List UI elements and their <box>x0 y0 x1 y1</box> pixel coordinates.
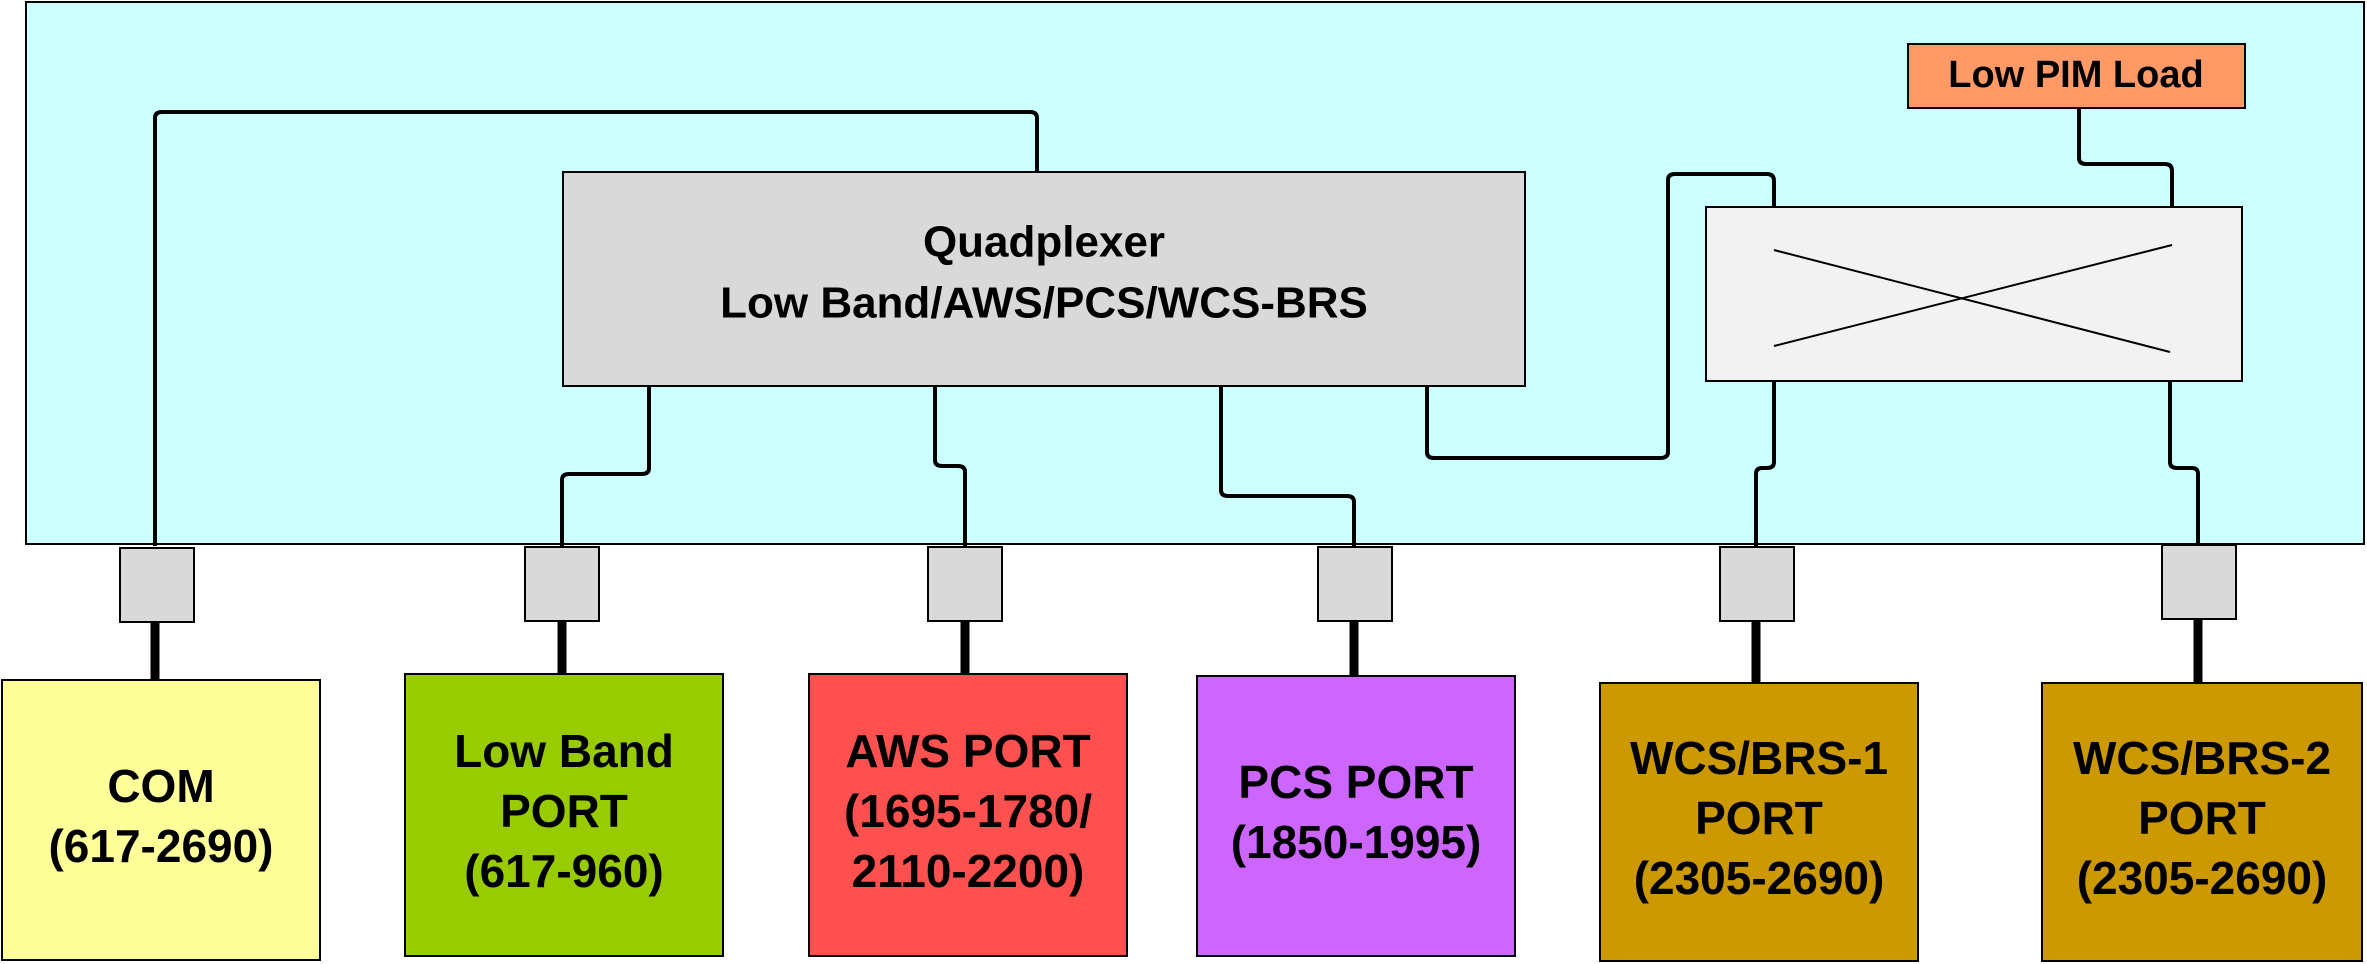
wire-wcs-2 <box>2168 352 2200 546</box>
wire-pcs <box>1219 386 1356 546</box>
port-aws-label-line: AWS PORT <box>845 725 1090 777</box>
port-pcs-label-line: PCS PORT <box>1238 756 1473 808</box>
port-com-connector <box>119 547 195 623</box>
port-wcs-brs-1-box <box>1599 682 1919 962</box>
port-wcs-brs-2-label-line: (2305-2690) <box>2077 852 2328 904</box>
port-pcs-box <box>1196 675 1516 957</box>
quadplexer-box <box>562 171 1526 387</box>
wire-low-band <box>560 386 651 546</box>
wire-aws <box>933 386 967 546</box>
port-com-label-line: COM <box>107 760 214 812</box>
port-low-band-box <box>404 673 724 957</box>
port-low-band-label-line: PORT <box>500 785 628 837</box>
port-low-band-connector <box>524 546 600 622</box>
port-pcs-connector <box>1317 546 1393 622</box>
port-wcs-brs-2-connector <box>2161 544 2237 620</box>
port-wcs-brs-1-label-line: PORT <box>1695 792 1823 844</box>
low-pim-load-box <box>1907 43 2246 109</box>
low-pim-load-label: Low PIM Load <box>1948 54 2203 96</box>
wire-com <box>153 110 1039 546</box>
quadplexer-subtitle: Low Band/AWS/PCS/WCS-BRS <box>720 279 1368 328</box>
hybrid-coupler-box <box>1705 206 2243 382</box>
port-wcs-brs-2-label-line: WCS/BRS-2 <box>2073 732 2331 784</box>
wire-load <box>2077 108 2174 245</box>
hybrid-crossover <box>1773 244 2173 353</box>
port-pcs: PCS PORT (1850-1995) <box>1196 546 1516 957</box>
port-wcs-brs-1-label-line: WCS/BRS-1 <box>1630 732 1888 784</box>
port-wcs-brs-1-connector <box>1719 546 1795 622</box>
port-wcs-brs-2-label-line: PORT <box>2138 792 2266 844</box>
port-low-band-label-line: (617-960) <box>464 845 663 897</box>
port-aws-label-line: (1695-1780/ <box>844 785 1092 837</box>
port-pcs-label-line: (1850-1995) <box>1231 816 1482 868</box>
port-aws: AWS PORT (1695-1780/2110-2200) <box>808 546 1128 957</box>
quadplexer-title: Quadplexer <box>923 218 1165 267</box>
port-aws-connector <box>927 546 1003 622</box>
port-low-band-label-line: Low Band <box>454 725 674 777</box>
port-com-label-line: (617-2690) <box>48 820 273 872</box>
port-wcs-brs-2-box <box>2041 682 2363 962</box>
wires <box>153 108 2200 546</box>
port-aws-label-line: 2110-2200) <box>852 845 1085 897</box>
port-com: COM (617-2690) <box>1 547 321 961</box>
port-wcs-brs-1-label-line: (2305-2690) <box>1634 852 1885 904</box>
port-aws-box <box>808 673 1128 957</box>
port-com-box <box>1 679 321 961</box>
wire-quad-to-hybrid <box>1425 172 1776 460</box>
wire-wcs-1 <box>1754 346 1776 546</box>
